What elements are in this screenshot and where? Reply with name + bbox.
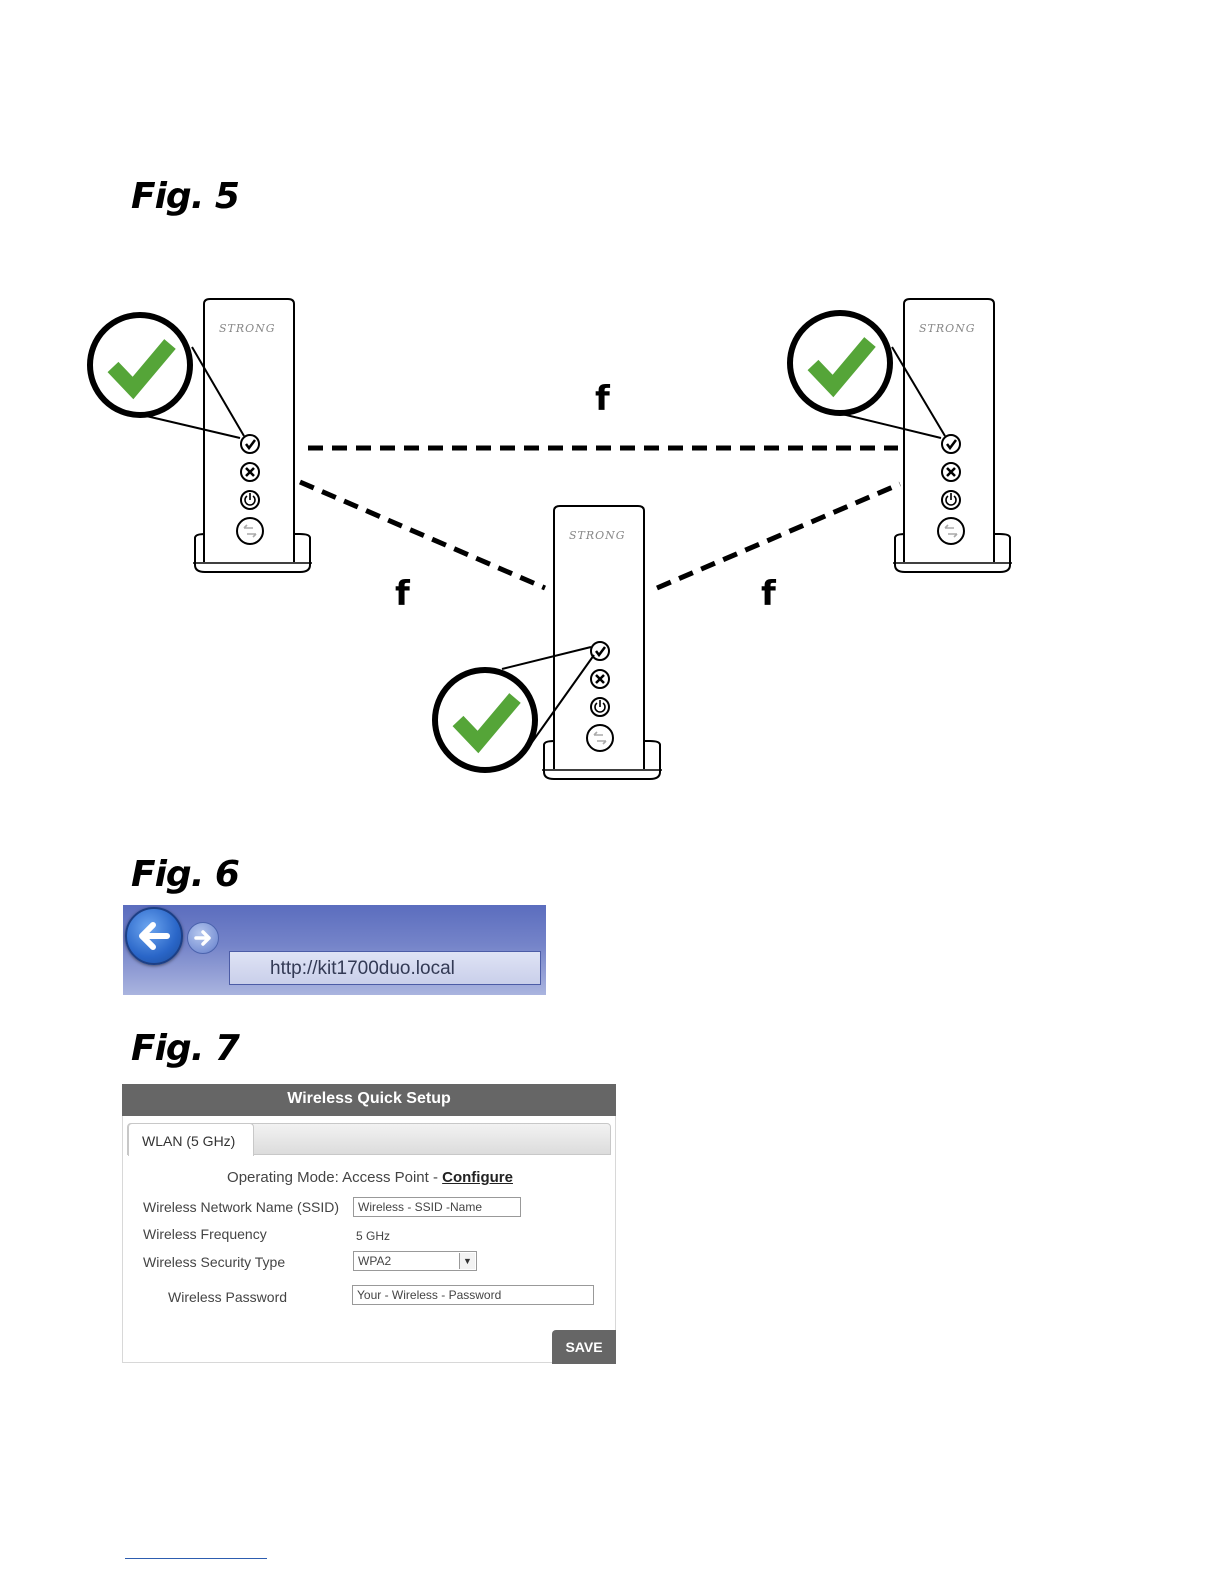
link-label-left: f (395, 574, 411, 614)
panel-title: Wireless Quick Setup (122, 1084, 616, 1116)
save-button[interactable]: SAVE (552, 1330, 616, 1364)
status-magnifier (787, 310, 893, 416)
password-input[interactable]: Your - Wireless - Password (352, 1285, 594, 1305)
back-button[interactable] (125, 907, 183, 965)
wireless-setup-panel: Wireless Quick Setup WLAN (5 GHz) Operat… (122, 1084, 617, 1364)
device-left: STRONG (87, 298, 312, 573)
brand-logo: STRONG (219, 322, 276, 335)
fig7-label: Fig. 7 (131, 1028, 240, 1069)
dropdown-arrow-icon[interactable]: ▼ (459, 1253, 475, 1269)
status-magnifier (87, 312, 193, 418)
forward-button[interactable] (187, 922, 219, 954)
browser-address-bar: http://kit1700duo.local (123, 905, 546, 995)
footer-rule (125, 1558, 267, 1559)
fig5-label: Fig. 5 (131, 176, 240, 217)
ssid-input[interactable]: Wireless - SSID -Name (353, 1197, 521, 1217)
security-type-value: WPA2 (358, 1254, 392, 1268)
link-label-top: f (595, 379, 611, 419)
back-arrow-icon (139, 922, 170, 950)
frequency-value: 5 GHz (356, 1229, 391, 1243)
brand-logo: STRONG (919, 322, 976, 335)
link-label-right: f (761, 574, 777, 614)
brand-logo: STRONG (569, 529, 626, 542)
check-icon (807, 337, 876, 398)
link-left (299, 479, 546, 591)
operating-mode-text: Operating Mode: Access Point - (227, 1169, 443, 1186)
check-icon (452, 693, 521, 754)
forward-arrow-icon (194, 930, 211, 946)
tab-wlan-5ghz[interactable]: WLAN (5 GHz) (128, 1123, 254, 1156)
security-type-select[interactable]: WPA2 ▼ (353, 1251, 477, 1271)
check-icon (107, 339, 176, 400)
tab-bar: WLAN (5 GHz) (127, 1123, 611, 1156)
status-magnifier (432, 667, 538, 773)
security-type-label: Wireless Security Type (143, 1254, 286, 1270)
operating-mode-line: Operating Mode: Access Point - Configure (123, 1169, 617, 1186)
password-label: Wireless Password (168, 1289, 288, 1305)
frequency-label: Wireless Frequency (143, 1226, 267, 1242)
configure-link[interactable]: Configure (442, 1169, 513, 1186)
mesh-diagram: f f f STRONG STRONG STRONG (87, 298, 1012, 780)
ssid-label: Wireless Network Name (SSID) (143, 1199, 340, 1215)
fig6-label: Fig. 6 (131, 854, 240, 895)
url-input[interactable]: http://kit1700duo.local (229, 951, 541, 985)
device-bottom: STRONG (432, 505, 662, 780)
link-right (656, 481, 901, 591)
device-right: STRONG (787, 298, 1012, 573)
